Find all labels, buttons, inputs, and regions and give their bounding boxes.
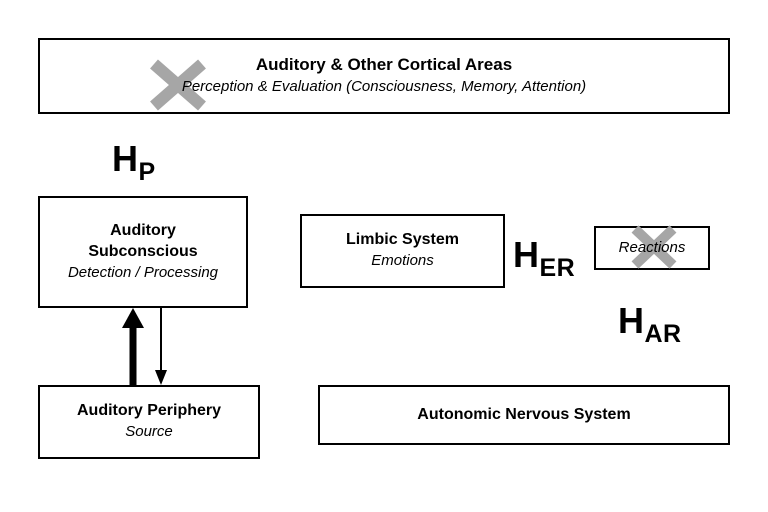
auditory-subconscious-box: Auditory Subconscious Detection / Proces… (38, 196, 248, 308)
periphery-subconscious-arrows (122, 308, 167, 385)
har-label-sub: AR (644, 320, 682, 348)
auditory-subconscious-title-line2: Subconscious (88, 242, 198, 260)
cortical-areas-subtitle: Perception & Evaluation (Consciousness, … (181, 78, 587, 96)
auditory-subconscious-title-line1: Auditory (110, 222, 176, 240)
har-label: HAR (618, 300, 682, 349)
reactions-label: Reactions (618, 238, 686, 256)
auditory-subconscious-subtitle: Detection / Processing (67, 263, 219, 281)
her-label: HER (513, 234, 575, 283)
her-label-sub: ER (539, 254, 576, 282)
limbic-system-box: Limbic System Emotions (300, 214, 505, 288)
auditory-periphery-title: Auditory Periphery (76, 402, 222, 420)
cortical-areas-title: Auditory & Other Cortical Areas (255, 55, 513, 75)
hp-label-main: H (112, 138, 139, 179)
cortical-areas-box: Auditory & Other Cortical Areas Percepti… (38, 38, 730, 114)
x-mark-icon (631, 225, 677, 269)
hp-label: HP (112, 138, 156, 187)
her-label-main: H (513, 234, 540, 275)
autonomic-nervous-system-box: Autonomic Nervous System (318, 385, 730, 445)
limbic-system-title: Limbic System (346, 231, 459, 249)
x-mark-icon (150, 59, 206, 111)
reactions-box: Reactions (594, 226, 710, 270)
auditory-periphery-box: Auditory Periphery Source (38, 385, 260, 459)
hp-label-sub: P (138, 158, 156, 186)
arrow-down-icon (155, 308, 167, 385)
har-label-main: H (618, 300, 645, 341)
auditory-periphery-subtitle: Source (125, 423, 173, 441)
arrow-up-icon (122, 308, 144, 385)
autonomic-nervous-system-title: Autonomic Nervous System (417, 405, 631, 423)
limbic-system-subtitle: Emotions (371, 252, 434, 270)
